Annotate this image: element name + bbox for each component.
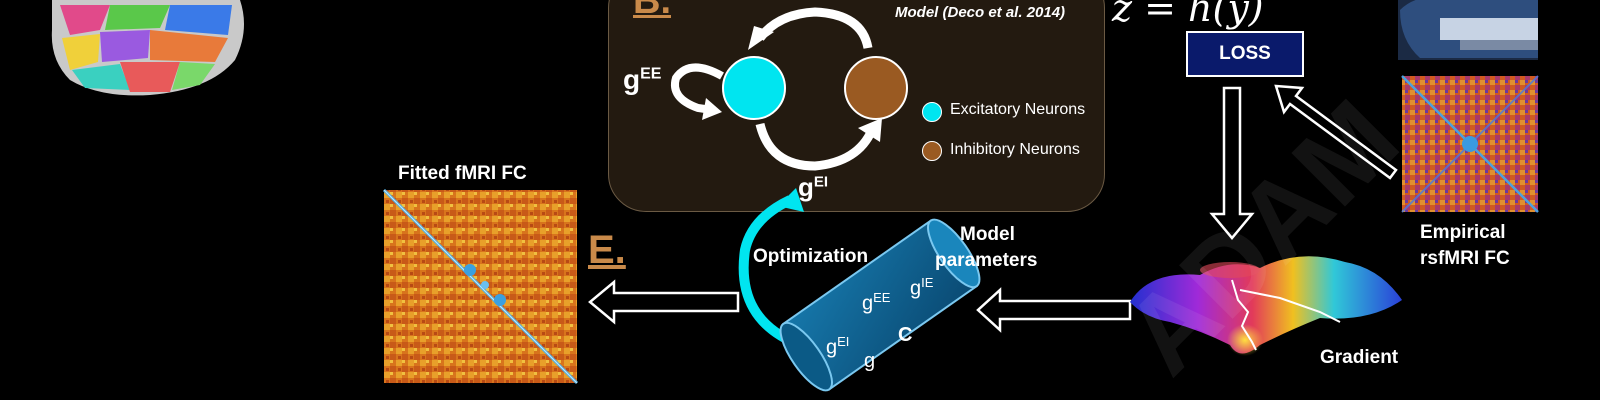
- param-g: g: [864, 350, 876, 372]
- self-excitation-loop: [671, 63, 724, 114]
- loss-box: LOSS: [1186, 31, 1304, 77]
- fitted-fc-title: Fitted fMRI FC: [398, 163, 527, 184]
- gradient-label: Gradient: [1320, 347, 1399, 368]
- model-params-label-line2: parameters: [935, 250, 1038, 271]
- fitted-fc-matrix: [382, 188, 579, 385]
- legend-inhibitory-dot: [922, 141, 942, 161]
- optimization-label: Optimization: [753, 246, 869, 267]
- panel-e-letter: E.: [588, 228, 626, 272]
- param-c: C: [898, 324, 913, 346]
- params-to-fitted-arrow: [588, 279, 740, 325]
- empirical-to-loss-arrow: [1274, 84, 1398, 180]
- loss-equation: z = h(y): [1112, 0, 1264, 30]
- brain-parcellation-image: [51, 0, 245, 96]
- model-parameters-cylinder: [779, 218, 981, 392]
- loss-landscape-image: [1130, 256, 1402, 356]
- legend-excitatory-dot: [922, 102, 942, 122]
- param-gie: gIE: [910, 275, 934, 300]
- optimization-arrow: [738, 195, 802, 350]
- gee-label: gEE: [623, 64, 662, 95]
- legend-inhibitory-label: Inhibitory Neurons: [950, 141, 1080, 158]
- empirical-fc-matrix: [1401, 75, 1539, 213]
- gradient-to-params-arrow: [976, 287, 1132, 333]
- inhibition-arrow: [756, 7, 873, 50]
- mri-scanner-image: [1398, 0, 1538, 60]
- panel-b-letter: B.: [633, 0, 671, 22]
- excitatory-neuron: [722, 56, 786, 120]
- empirical-label-line2: rsfMRI FC: [1420, 248, 1510, 269]
- model-citation: Model (Deco et al. 2014): [895, 4, 1066, 21]
- param-gee: gEE: [862, 290, 891, 315]
- loss-to-gradient-arrow: [1209, 86, 1255, 240]
- excitation-arrow: [755, 122, 877, 171]
- legend-excitatory-label: Excitatory Neurons: [950, 101, 1086, 118]
- gei-label: gEI: [798, 172, 829, 202]
- model-params-label-line1: Model: [960, 224, 1015, 245]
- param-gei: gEI: [826, 334, 850, 359]
- empirical-label-line1: Empirical: [1420, 222, 1506, 243]
- inhibitory-neuron: [844, 56, 908, 120]
